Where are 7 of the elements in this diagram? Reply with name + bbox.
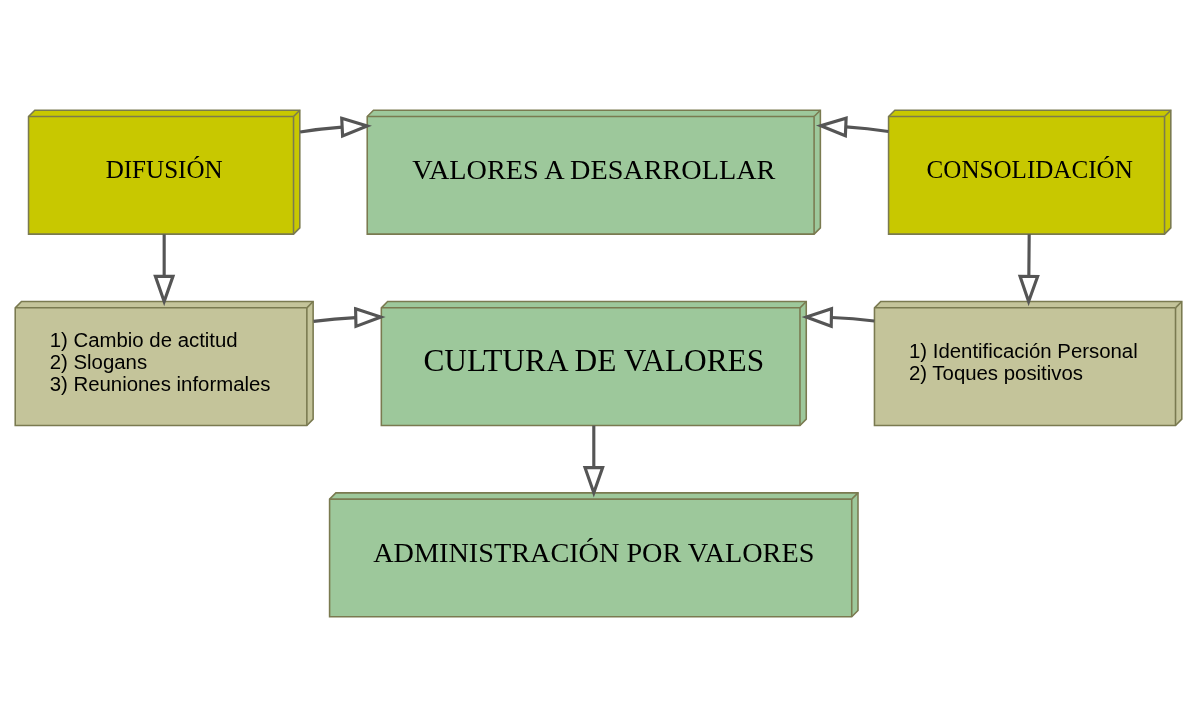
arrow bbox=[313, 306, 386, 329]
arrow bbox=[582, 425, 605, 497]
arrow bbox=[299, 115, 372, 138]
arrow bbox=[815, 115, 889, 138]
arrow bbox=[1017, 233, 1040, 306]
arrow bbox=[801, 306, 875, 328]
arrow bbox=[153, 233, 176, 306]
